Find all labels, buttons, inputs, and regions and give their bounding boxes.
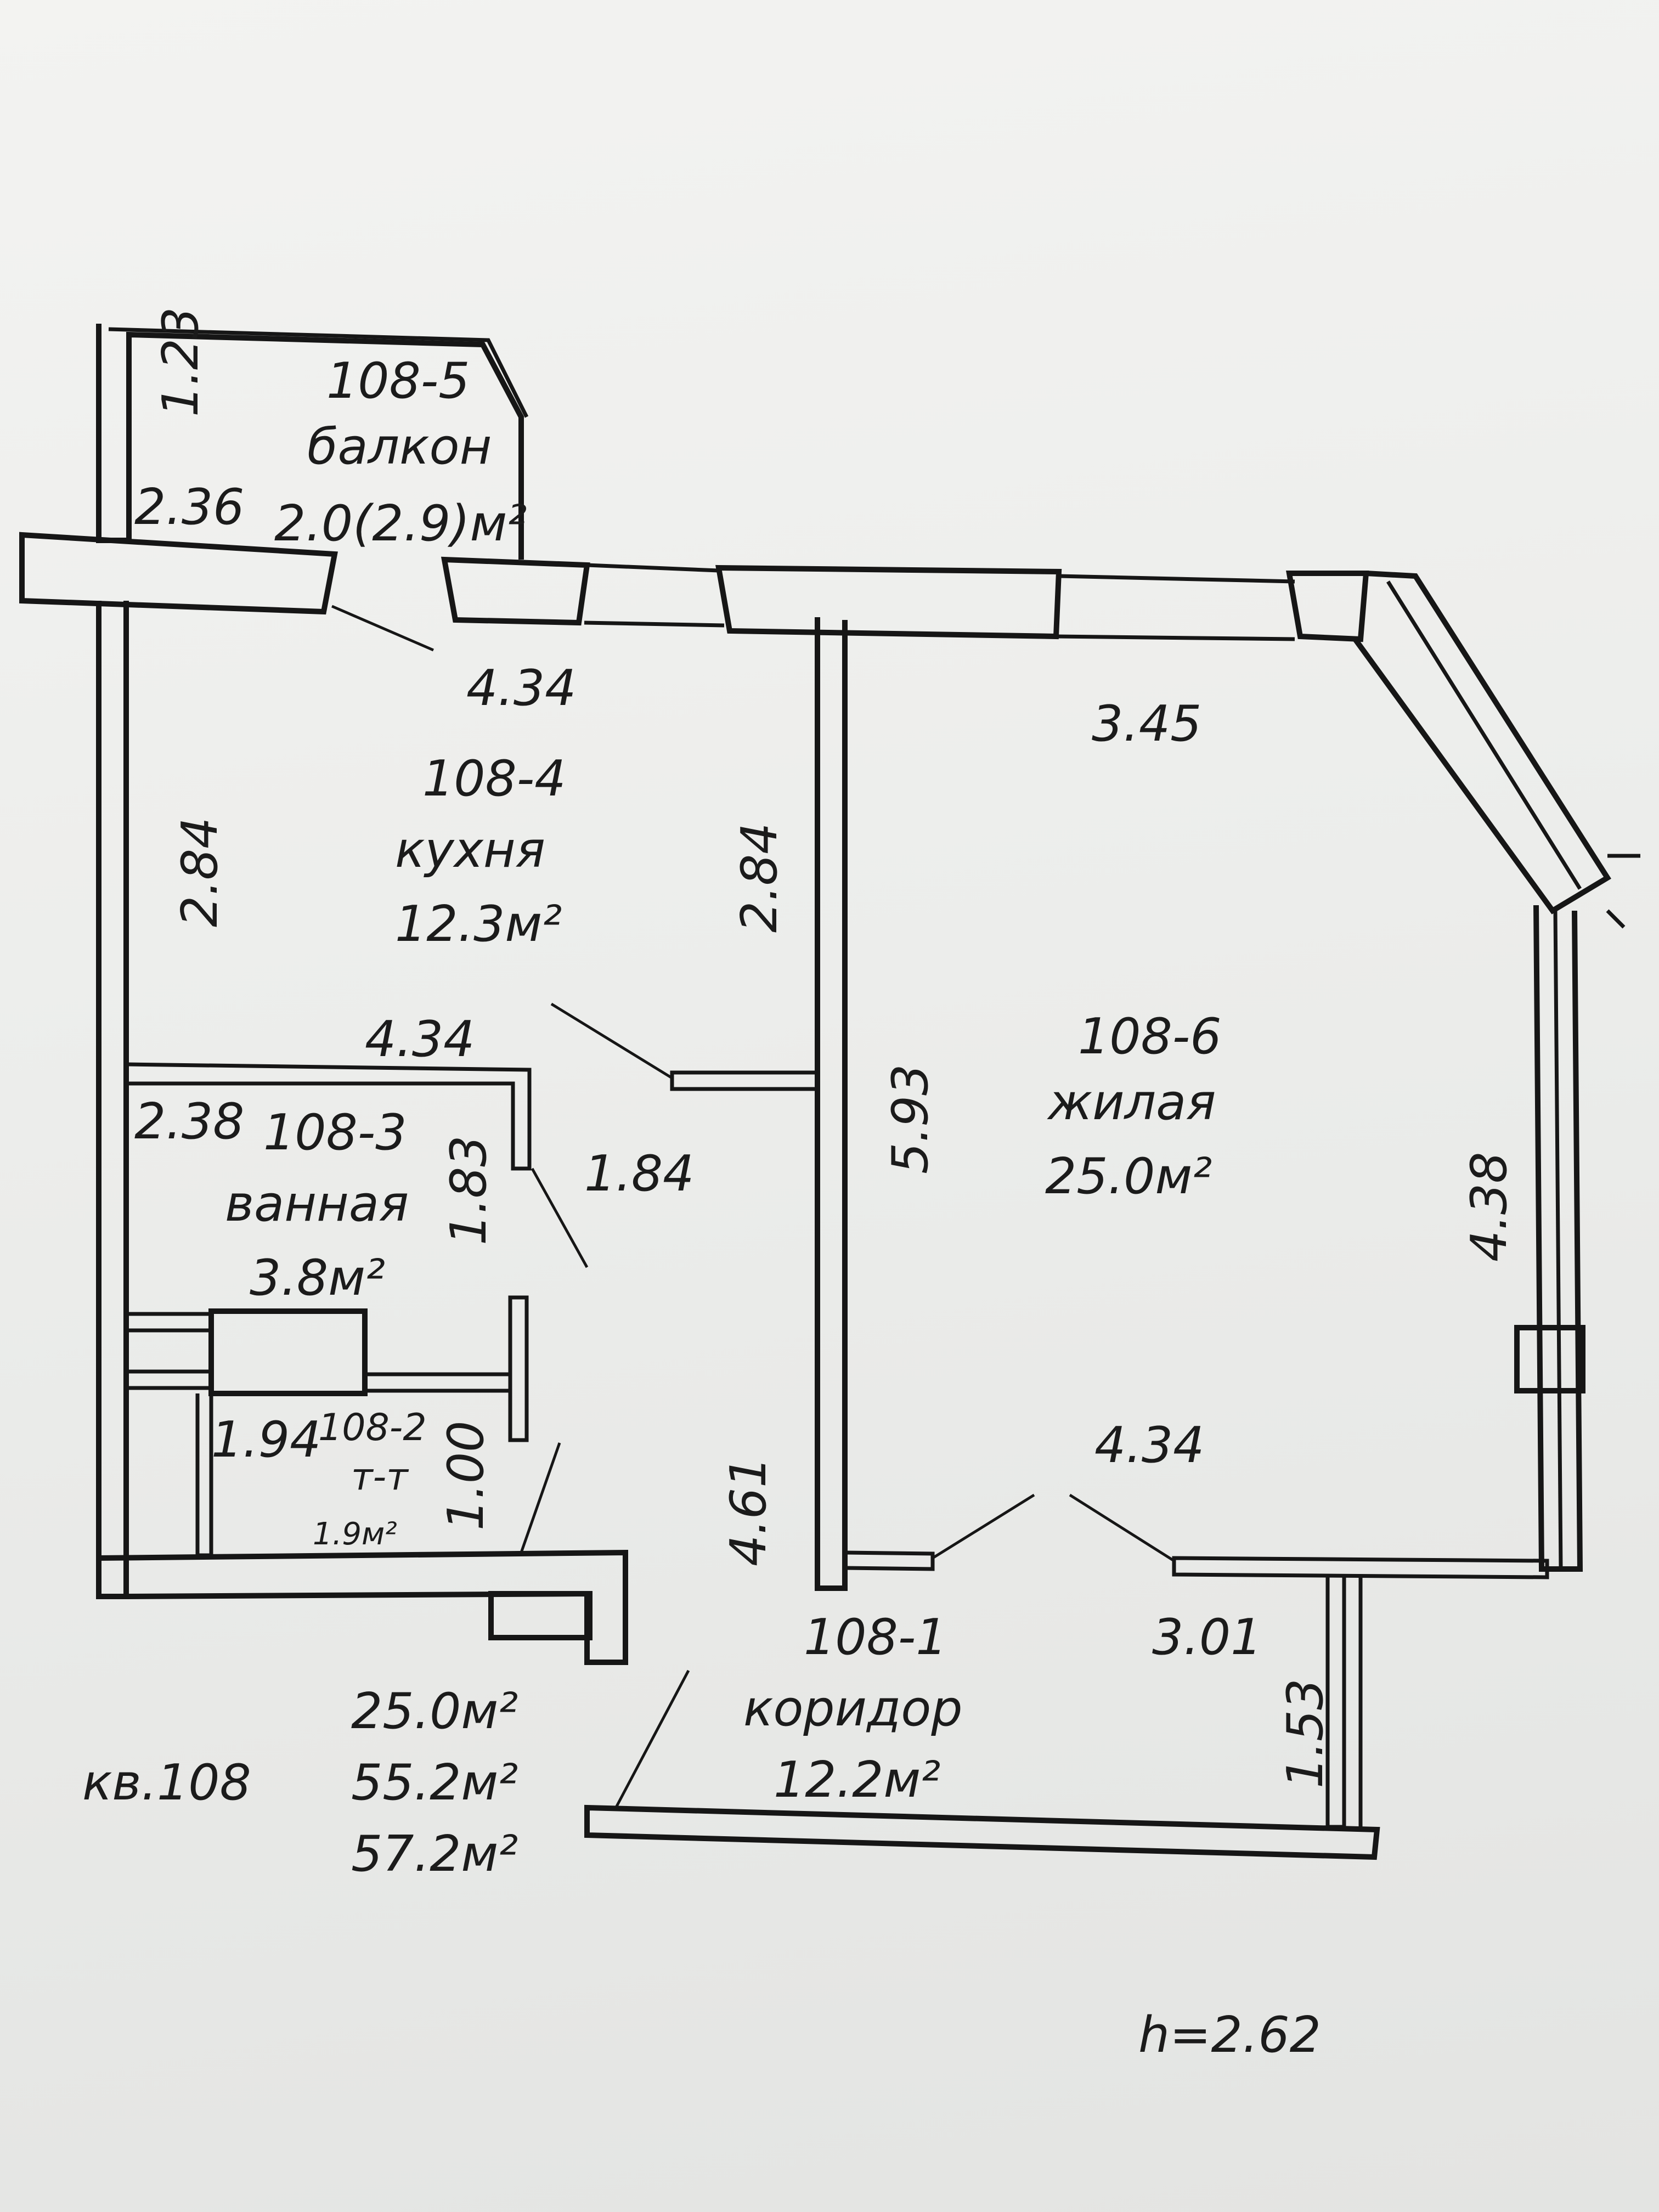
dim-balcony-height: 1.23 xyxy=(152,307,210,417)
room-id: 108-3 xyxy=(263,1104,407,1161)
dim-bath-width: 2.38 xyxy=(134,1093,244,1150)
dim-kitchen-top: 4.34 xyxy=(466,659,576,717)
room-area: 1.9м² xyxy=(313,1516,397,1552)
area-total-with-balcony: 57.2м² xyxy=(351,1825,518,1883)
room-name: ванная xyxy=(225,1175,409,1233)
dim-wc-width: 1.94 xyxy=(211,1411,321,1469)
room-id: 108-5 xyxy=(326,352,470,410)
ceiling-height: h=2.62 xyxy=(1138,2006,1321,2064)
door-swings xyxy=(331,605,1175,1812)
apartment-label: кв.108 xyxy=(82,1754,251,1812)
summary: 25.0м² 55.2м² 57.2м² кв.108 h=2.62 xyxy=(82,1683,1321,2064)
dim-balcony-width: 2.36 xyxy=(134,478,244,536)
dim-corridor-width: 3.01 xyxy=(1152,1609,1262,1666)
dim-bath-height: 1.83 xyxy=(440,1136,498,1245)
dim-corridor-height: 1.53 xyxy=(1277,1679,1334,1788)
dim-living-right: 4.38 xyxy=(1460,1152,1518,1262)
dimension-labels: 1.23 2.36 4.34 2.84 2.84 4.34 2.38 1.83 … xyxy=(134,307,1518,1788)
room-id: 108-2 xyxy=(318,1406,427,1449)
room-name: т-т xyxy=(351,1455,409,1499)
room-id: 108-4 xyxy=(422,750,566,808)
room-name: коридор xyxy=(743,1680,962,1737)
room-name: жилая xyxy=(1047,1074,1216,1131)
area-total: 55.2м² xyxy=(351,1754,518,1812)
room-area: 12.2м² xyxy=(774,1751,940,1809)
room-labels: 108-5 балкон 2.0(2.9)м² 108-4 кухня 12.3… xyxy=(225,352,1222,1809)
room-name: балкон xyxy=(307,418,492,476)
room-area: 3.8м² xyxy=(250,1249,385,1307)
room-area: 12.3м² xyxy=(395,895,562,953)
dim-hall-width: 1.84 xyxy=(584,1145,694,1203)
dim-kitchen-left: 2.84 xyxy=(171,817,229,927)
room-name: кухня xyxy=(395,821,545,879)
room-id: 108-6 xyxy=(1078,1008,1222,1065)
dim-wc-height: 1.00 xyxy=(437,1421,495,1531)
room-area: 2.0(2.9)м² xyxy=(274,495,527,552)
room-id: 108-1 xyxy=(804,1609,947,1666)
dim-kitchen-bottom: 4.34 xyxy=(365,1011,475,1068)
dim-living-left: 5.93 xyxy=(882,1064,939,1174)
area-living: 25.0м² xyxy=(351,1683,518,1740)
dim-hall-length: 4.61 xyxy=(720,1457,777,1566)
dim-kitchen-right: 2.84 xyxy=(731,823,788,933)
walls xyxy=(19,324,1640,1860)
dim-living-top: 3.45 xyxy=(1092,695,1201,753)
dim-living-bottom: 4.34 xyxy=(1094,1417,1204,1474)
room-area: 25.0м² xyxy=(1045,1148,1212,1205)
